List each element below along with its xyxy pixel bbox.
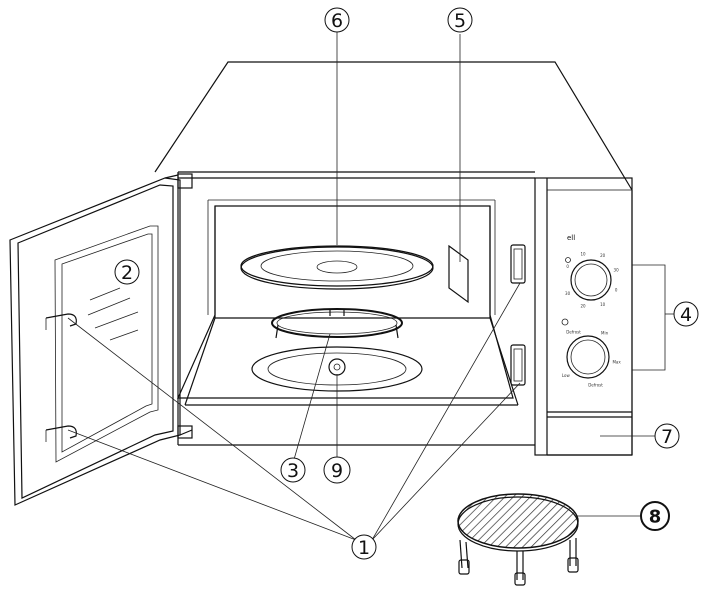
callout-circle: [673, 301, 699, 327]
callout-circle: [324, 7, 350, 33]
callout-markers: 1 2 3 4 5 6 7 8 9: [114, 7, 699, 560]
door-interlock-holes: [510, 244, 526, 386]
roller-ring: [271, 308, 403, 339]
power-mark-5: 10: [600, 302, 606, 307]
grill-rack: [457, 493, 579, 586]
door: [9, 173, 193, 506]
callout-label: 6: [331, 10, 343, 32]
timer-mark-1: Min: [601, 331, 609, 336]
power-mark-1: 10: [580, 252, 586, 257]
callout-label: 5: [454, 10, 466, 32]
callout-1: 1: [351, 534, 377, 560]
callout-3: 3: [280, 457, 306, 483]
panel-mark: ell: [567, 234, 575, 242]
power-knob[interactable]: [565, 257, 612, 301]
timer-mark-0: Defrost: [566, 329, 581, 334]
callout-4: 4: [673, 301, 699, 327]
callout-circle: [640, 501, 670, 531]
callout-5: 5: [447, 7, 473, 33]
waveguide-cover: [448, 244, 469, 304]
callout-circle: [351, 534, 377, 560]
callout-circle: [654, 423, 680, 449]
glass-tray: [240, 245, 434, 290]
callout-label: 7: [661, 426, 673, 448]
callout-circle: [280, 457, 306, 483]
timer-knob[interactable]: [561, 318, 610, 379]
callout-7: 7: [654, 423, 680, 449]
cabinet: [154, 61, 633, 456]
callout-label: 8: [649, 507, 662, 528]
callout-9: 9: [323, 456, 351, 484]
callout-8: 8: [640, 501, 670, 531]
callout-label: 1: [358, 537, 370, 559]
callout-label: 4: [680, 304, 692, 326]
power-knob-marks: 0 10 20 30 0 10 20 30: [565, 252, 619, 309]
callout-circle: [447, 7, 473, 33]
callout-6: 6: [324, 7, 350, 33]
control-panel: ell: [534, 177, 633, 456]
timer-mark-3: Defrost: [588, 383, 603, 388]
callout-label: 9: [331, 460, 343, 482]
callout-2: 2: [114, 259, 140, 285]
power-mark-3: 30: [614, 268, 620, 273]
timer-mark-4: Low: [562, 373, 571, 378]
leader-lines: [67, 32, 674, 541]
power-mark-4: 0: [615, 287, 618, 292]
callout-circle: [323, 456, 351, 484]
power-mark-7: 30: [565, 291, 571, 296]
callout-label: 2: [121, 262, 133, 284]
power-mark-2: 20: [600, 253, 606, 258]
oven-cavity: [177, 199, 519, 406]
callout-label: 3: [287, 460, 299, 482]
timer-mark-2: Max: [612, 360, 621, 365]
callout-circle: [114, 259, 140, 285]
power-mark-6: 20: [580, 303, 586, 308]
power-mark-0: 0: [566, 264, 569, 269]
